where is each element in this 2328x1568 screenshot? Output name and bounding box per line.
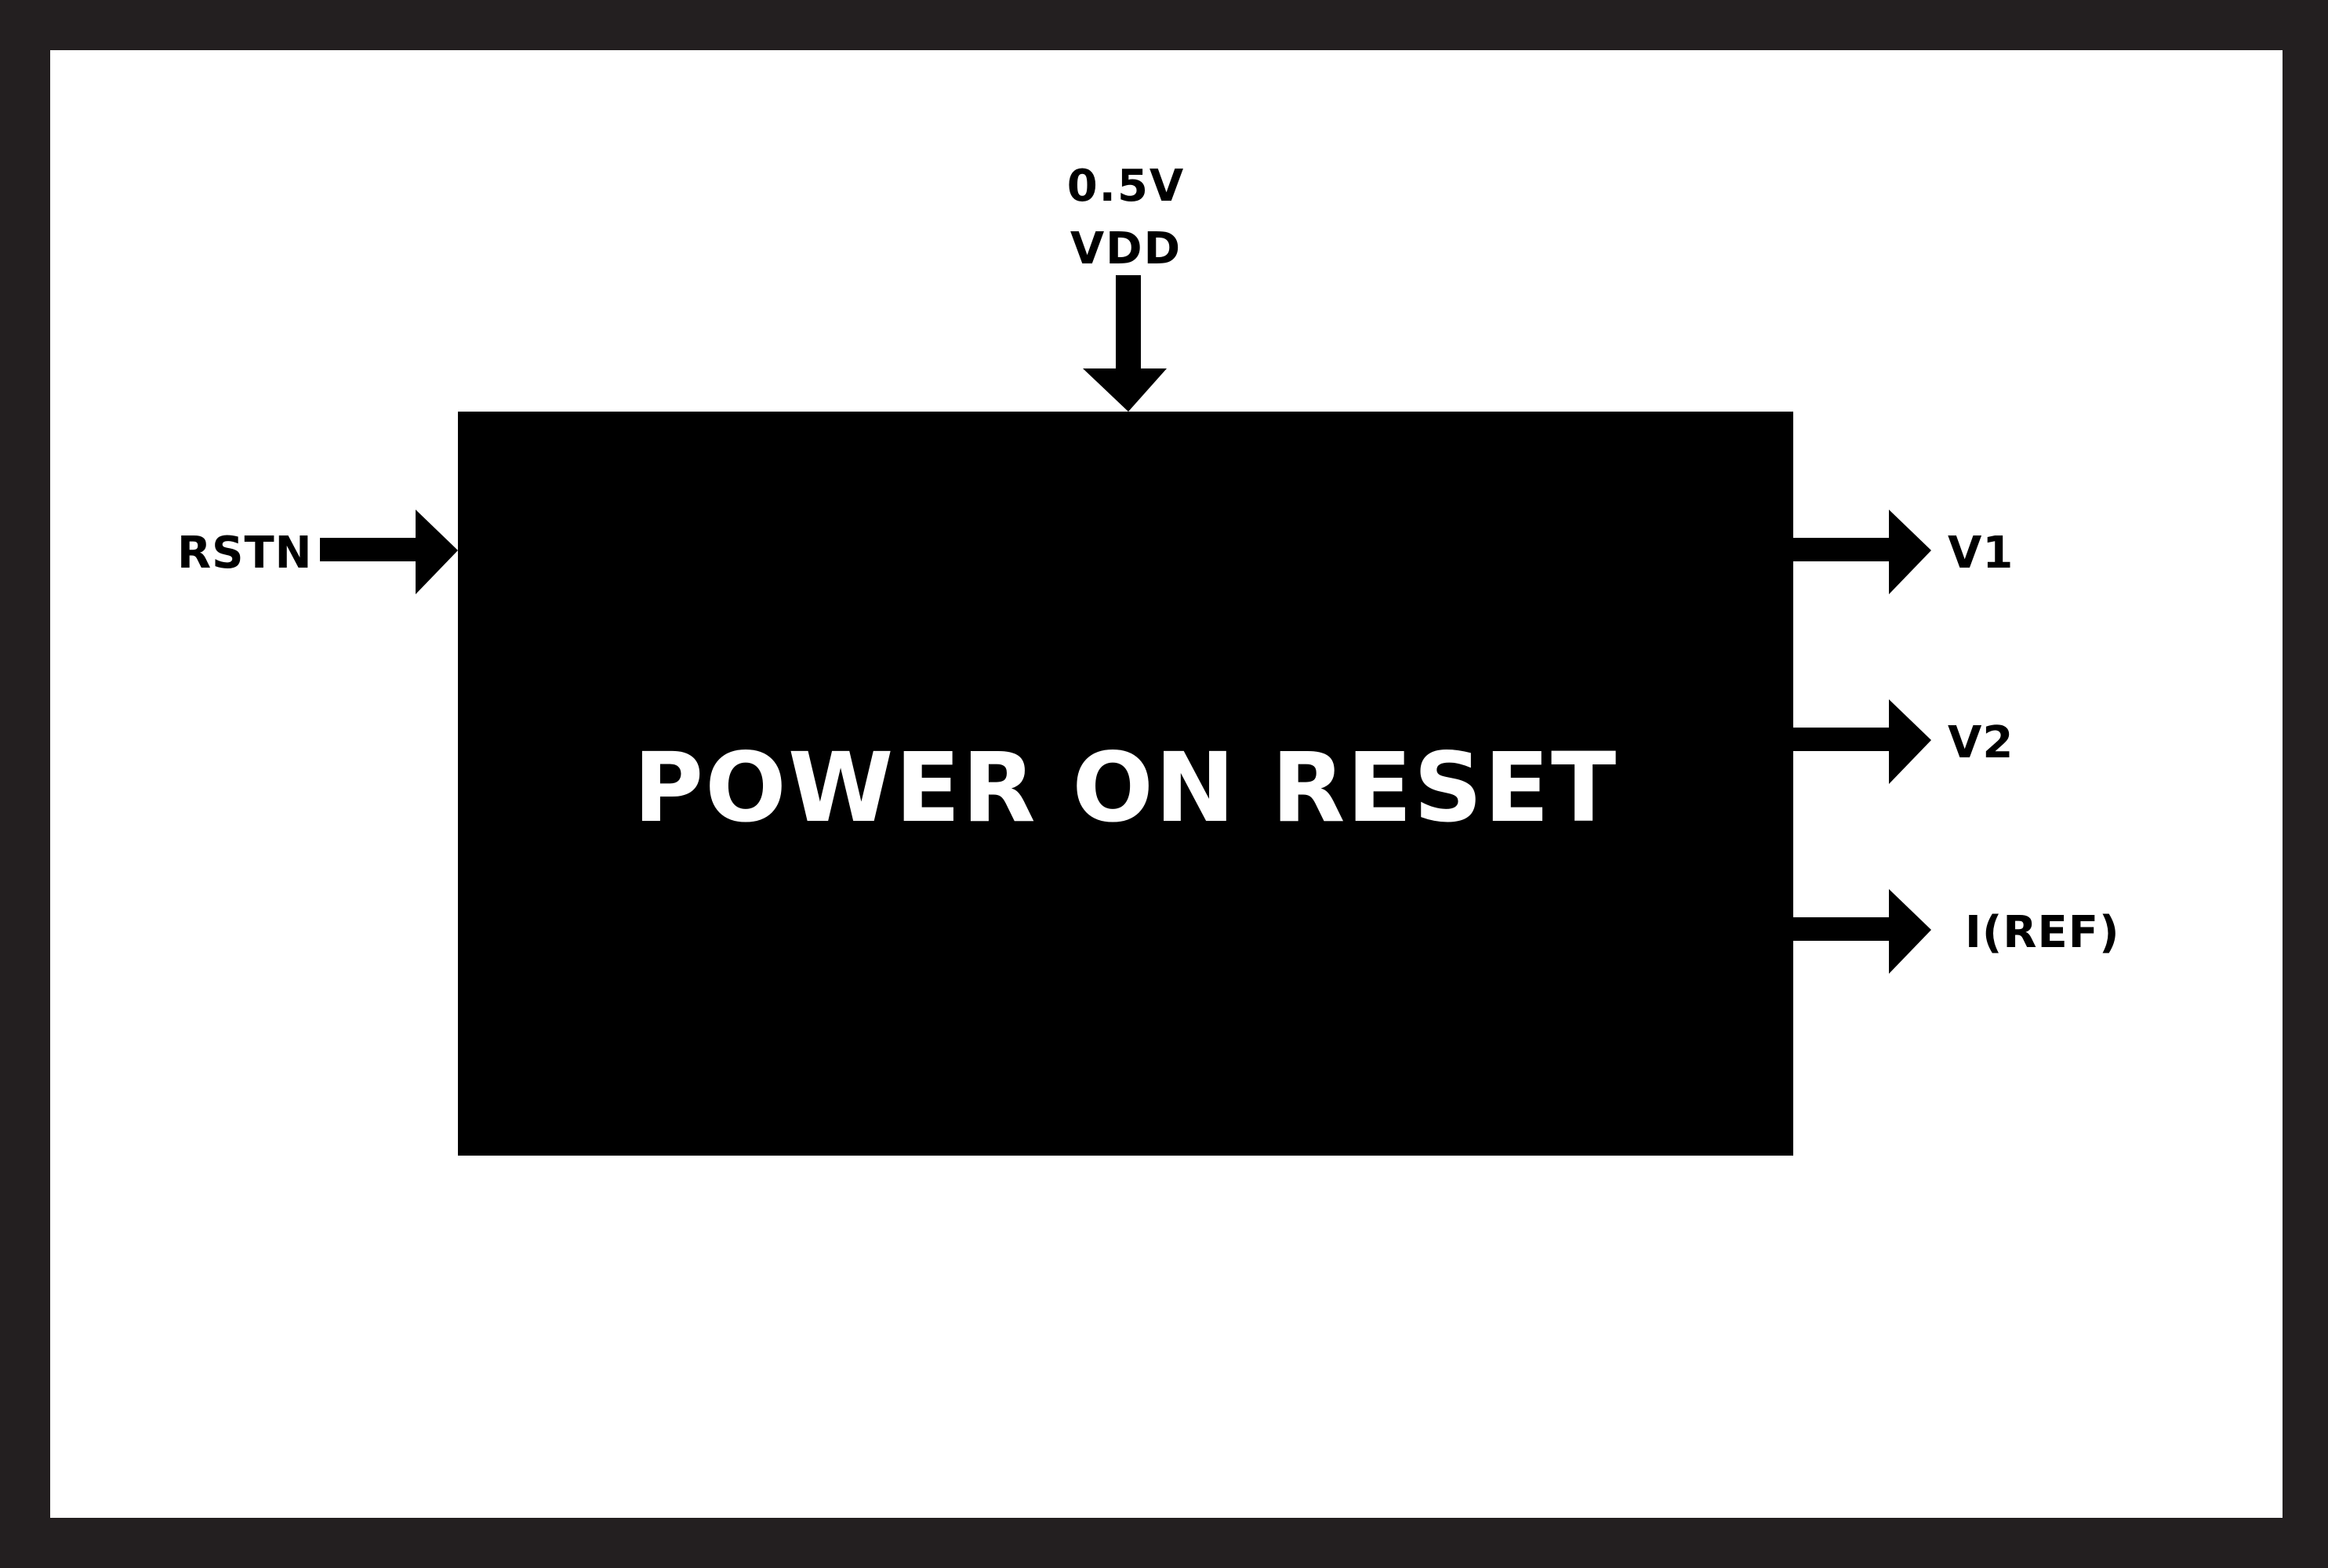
- power-on-reset-block: POWER ON RESET: [458, 412, 1793, 1156]
- vdd-label: VDD: [1070, 223, 1182, 274]
- vdd-voltage-label: 0.5V: [1066, 161, 1186, 212]
- block-title: POWER ON RESET: [633, 731, 1618, 844]
- v1-label: V1: [1948, 528, 2014, 579]
- rstn-label: RSTN: [177, 528, 313, 579]
- v2-label: V2: [1948, 717, 2014, 768]
- iref-label: I(REF): [1965, 907, 2120, 958]
